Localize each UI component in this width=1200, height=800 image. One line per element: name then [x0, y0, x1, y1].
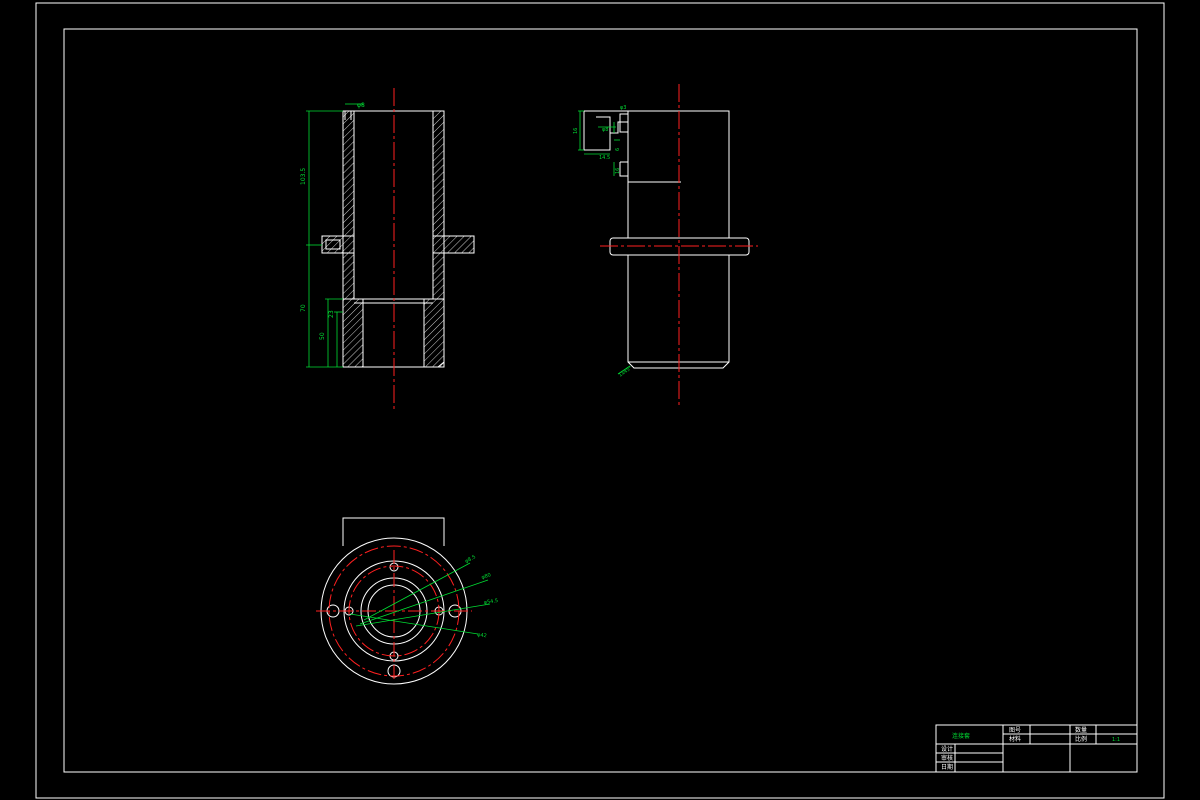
dim-plan-2: φ80 [481, 572, 492, 581]
front-side-hole [619, 161, 628, 177]
dim-upper-height: 103.5 [300, 168, 307, 185]
title-block [935, 724, 1138, 773]
top-pin-hole [344, 111, 352, 120]
hatch-lower-right-wall [423, 298, 445, 368]
dim-inner-small: 23 [328, 310, 335, 318]
dim-side-a: 6 [615, 148, 621, 151]
hatch-lower-left-wall [342, 298, 364, 368]
front-view [583, 110, 750, 369]
review-label: 审核 [941, 754, 953, 762]
dim-top-c: φ8 [602, 127, 608, 133]
dim-lower-height: 70 [300, 304, 307, 312]
hatch-mid-left [342, 252, 355, 300]
scale-value: 1:1 [1112, 737, 1120, 743]
front-dimensions [578, 110, 631, 375]
design-label: 设计 [941, 745, 953, 753]
dim-side-b: 16 [615, 168, 621, 174]
plan-centerlines [316, 545, 472, 680]
hatch-upper-left-wall [342, 110, 355, 237]
scale-label: 比例 [1075, 735, 1087, 743]
dim-plan-3: φ54.5 [483, 598, 498, 606]
drawing-no-label: 图号 [1009, 727, 1021, 734]
dim-plan-1: φ8.5 [464, 554, 477, 565]
material-label: 材料 [1009, 735, 1021, 743]
dim-inner-large: 50 [319, 332, 326, 340]
inner-border [63, 28, 1138, 773]
part-name: 连接套 [952, 732, 970, 740]
section-dimensions [306, 103, 363, 368]
plan-boss-outline [342, 517, 445, 546]
hatch-mid-right [432, 252, 445, 300]
flange-hole [325, 239, 341, 250]
plan-dimensions [349, 562, 491, 635]
dim-plan-4: φ42 [477, 632, 487, 639]
dim-top-d: 14.5 [599, 155, 610, 161]
dim-top-b: 16 [573, 128, 579, 134]
flange-left [321, 235, 355, 254]
dim-top-note: φ8 [357, 102, 365, 109]
section-view [321, 110, 475, 368]
flange-right [432, 235, 475, 254]
outer-border [35, 2, 1165, 799]
hatch-upper-right-wall [432, 110, 445, 237]
front-slot-pin [619, 113, 629, 133]
qty-label: 数量 [1075, 726, 1087, 734]
dim-top-a: φ3 [620, 105, 626, 111]
dim-chamfer: 1x45° [618, 365, 634, 379]
date-label: 日期 [941, 763, 953, 771]
